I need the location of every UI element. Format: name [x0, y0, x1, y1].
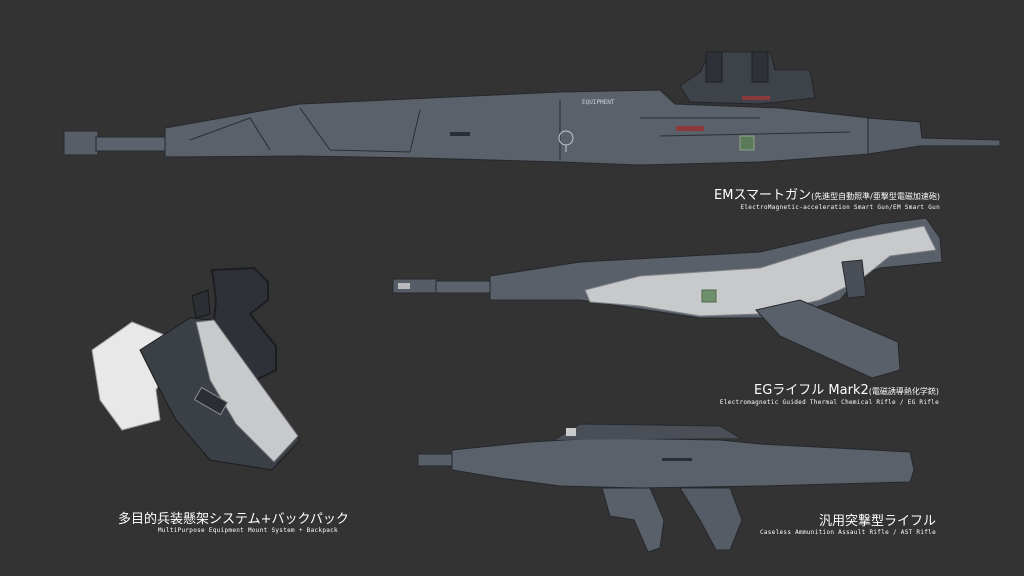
ast-rifle-grip [601, 487, 665, 553]
em-gun-panel-lines [189, 100, 851, 160]
backpack-fin [191, 289, 211, 319]
backpack-light-panel [195, 319, 299, 463]
mount-backpack-english-name: MultiPurpose Equipment Mount System + Ba… [158, 527, 338, 534]
em-smart-gun-name: EMスマートガン [714, 188, 812, 203]
em-gun-vent [450, 132, 470, 136]
ast-rifle-top-rail [553, 423, 741, 441]
em-smart-gun-english-name: ElectroMagnetic-acceleration Smart Gun/E… [740, 204, 940, 211]
eg-rifle-green-emblem [701, 289, 717, 303]
em-gun-body-text: EQUIPMENT [582, 99, 615, 106]
eg-rifle [392, 217, 943, 379]
eg-rifle-light-panel [584, 225, 937, 317]
em-smart-gun-subname: (先進型自動照準/亜撃型電磁加速砲) [811, 192, 940, 201]
mount-backpack-label: 多目的兵装懸架システム+バックパック MultiPurpose Equipmen… [118, 512, 349, 535]
ast-rifle-light-mark [566, 428, 576, 436]
em-gun-barrel [95, 136, 167, 152]
em-gun-red-stripe [676, 126, 704, 131]
eg-rifle-label: EGライフル Mark2(電磁誘導熱化学銃) Electromagnetic G… [720, 383, 939, 407]
ast-rifle-muzzle [417, 453, 455, 467]
eg-rifle-grip [755, 299, 901, 379]
eg-rifle-name: EGライフル Mark2 [754, 383, 869, 398]
eg-rifle-rear-block [841, 259, 867, 299]
assault-rifle [417, 423, 915, 553]
assault-rifle-name: 汎用突撃型ライフル [818, 514, 936, 529]
eg-rifle-muzzle-mark [398, 283, 410, 289]
em-gun-stock [867, 117, 1001, 155]
ast-rifle-body [451, 437, 915, 489]
ast-rifle-vent [662, 458, 692, 461]
assault-rifle-english-name: Caseless Ammunition Assault Rifle / AST … [759, 529, 936, 536]
em-gun-sight-block [705, 51, 723, 83]
eg-rifle-subname: (電磁誘導熱化学銃) [868, 387, 939, 396]
em-gun-sight-block [751, 51, 769, 83]
backpack-label-plate [193, 386, 229, 416]
em-gun-red-marking [742, 96, 770, 100]
mount-backpack-name: 多目的兵装懸架システム+バックパック [118, 512, 349, 527]
em-smart-gun: EQUIPMENT [63, 51, 1001, 166]
em-gun-muzzle [63, 130, 99, 156]
mount-backpack [91, 266, 301, 471]
em-gun-green-emblem [739, 135, 755, 151]
eg-rifle-english-name: Electromagnetic Guided Thermal Chemical … [719, 399, 939, 406]
em-smart-gun-label: EMスマートガン(先進型自動照準/亜撃型電磁加速砲) ElectroMagnet… [714, 188, 940, 212]
ast-rifle-magazine [679, 487, 743, 551]
assault-rifle-label: 汎用突撃型ライフル Caseless Ammunition Assault Ri… [760, 514, 936, 537]
